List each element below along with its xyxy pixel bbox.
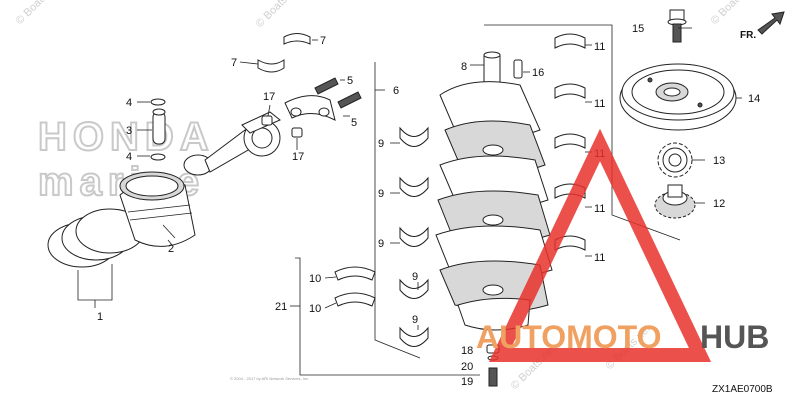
callout-6: 6 [393, 85, 399, 97]
callout-19: 19 [461, 376, 473, 388]
callout-3: 3 [126, 125, 132, 137]
brand-part1: AUTOMOTO [476, 319, 661, 355]
callout-4: 4 [126, 151, 132, 163]
callout-15: 15 [632, 23, 644, 35]
callout-9: 9 [378, 138, 384, 150]
woodruff-key [513, 59, 523, 79]
callout-17: 17 [292, 151, 304, 163]
rod-bearings [257, 33, 311, 73]
timing-sprocket [657, 142, 693, 178]
front-label: FR. [740, 30, 756, 41]
callout-10: 10 [309, 303, 321, 315]
callout-11: 11 [594, 41, 605, 53]
diagram-code: ZX1AE0700B [712, 384, 773, 395]
callout-7: 7 [320, 35, 326, 47]
callout-14: 14 [748, 93, 760, 105]
footer: © 2004 - 2017 by ARI Network Services, I… [230, 376, 773, 395]
callout-9: 9 [378, 238, 384, 250]
callout-7: 7 [231, 57, 237, 69]
oil-pump-gear [654, 184, 696, 219]
callout-1: 1 [97, 311, 103, 323]
callout-11: 11 [594, 98, 605, 110]
rod-cap [284, 95, 336, 121]
callout-8: 8 [461, 61, 467, 73]
watermark: © Boats.net [14, 0, 63, 27]
callout-2: 2 [168, 243, 174, 255]
front-direction-indicator: FR. [740, 11, 785, 41]
callout-10: 10 [309, 273, 321, 285]
logo-line1: HONDA [38, 115, 215, 159]
front-arrow-icon [757, 11, 785, 35]
callout-9: 9 [412, 271, 418, 283]
callout-13: 13 [713, 155, 725, 167]
callout-18: 18 [461, 345, 473, 357]
dowel-pins [261, 115, 303, 138]
callout-9: 9 [378, 188, 384, 200]
callout-11: 11 [594, 252, 605, 264]
main-bearings-lower [399, 126, 429, 347]
callout-9: 9 [412, 314, 418, 326]
callout-11: 11 [594, 203, 605, 215]
brand-part2: HUB [700, 319, 769, 355]
logo-triangle-icon [488, 128, 712, 362]
thrust-washers [334, 266, 376, 307]
rod-bolts [314, 77, 362, 109]
crankshaft-pulley [619, 63, 737, 131]
callout-5: 5 [351, 117, 357, 129]
callout-21: 21 [275, 301, 287, 313]
piston-pin [150, 98, 166, 161]
watermark: © Boats.net [709, 0, 758, 27]
callout-16: 16 [532, 67, 544, 79]
pulley-bolt [667, 9, 687, 43]
callout-4: 4 [126, 97, 132, 109]
callout-17: 17 [263, 91, 275, 103]
copyright-text: © 2004 - 2017 by ARI Network Services, I… [230, 376, 309, 381]
callout-12: 12 [713, 198, 725, 210]
callout-20: 20 [461, 361, 473, 373]
crankshaft [435, 51, 553, 331]
piston [119, 171, 196, 247]
callout-5: 5 [347, 75, 353, 87]
watermark: © Boats.net [254, 0, 303, 30]
piston-rings [47, 208, 145, 308]
automotohub-logo: AUTOMOTO HUB [476, 128, 769, 362]
leader-lines [137, 27, 742, 330]
